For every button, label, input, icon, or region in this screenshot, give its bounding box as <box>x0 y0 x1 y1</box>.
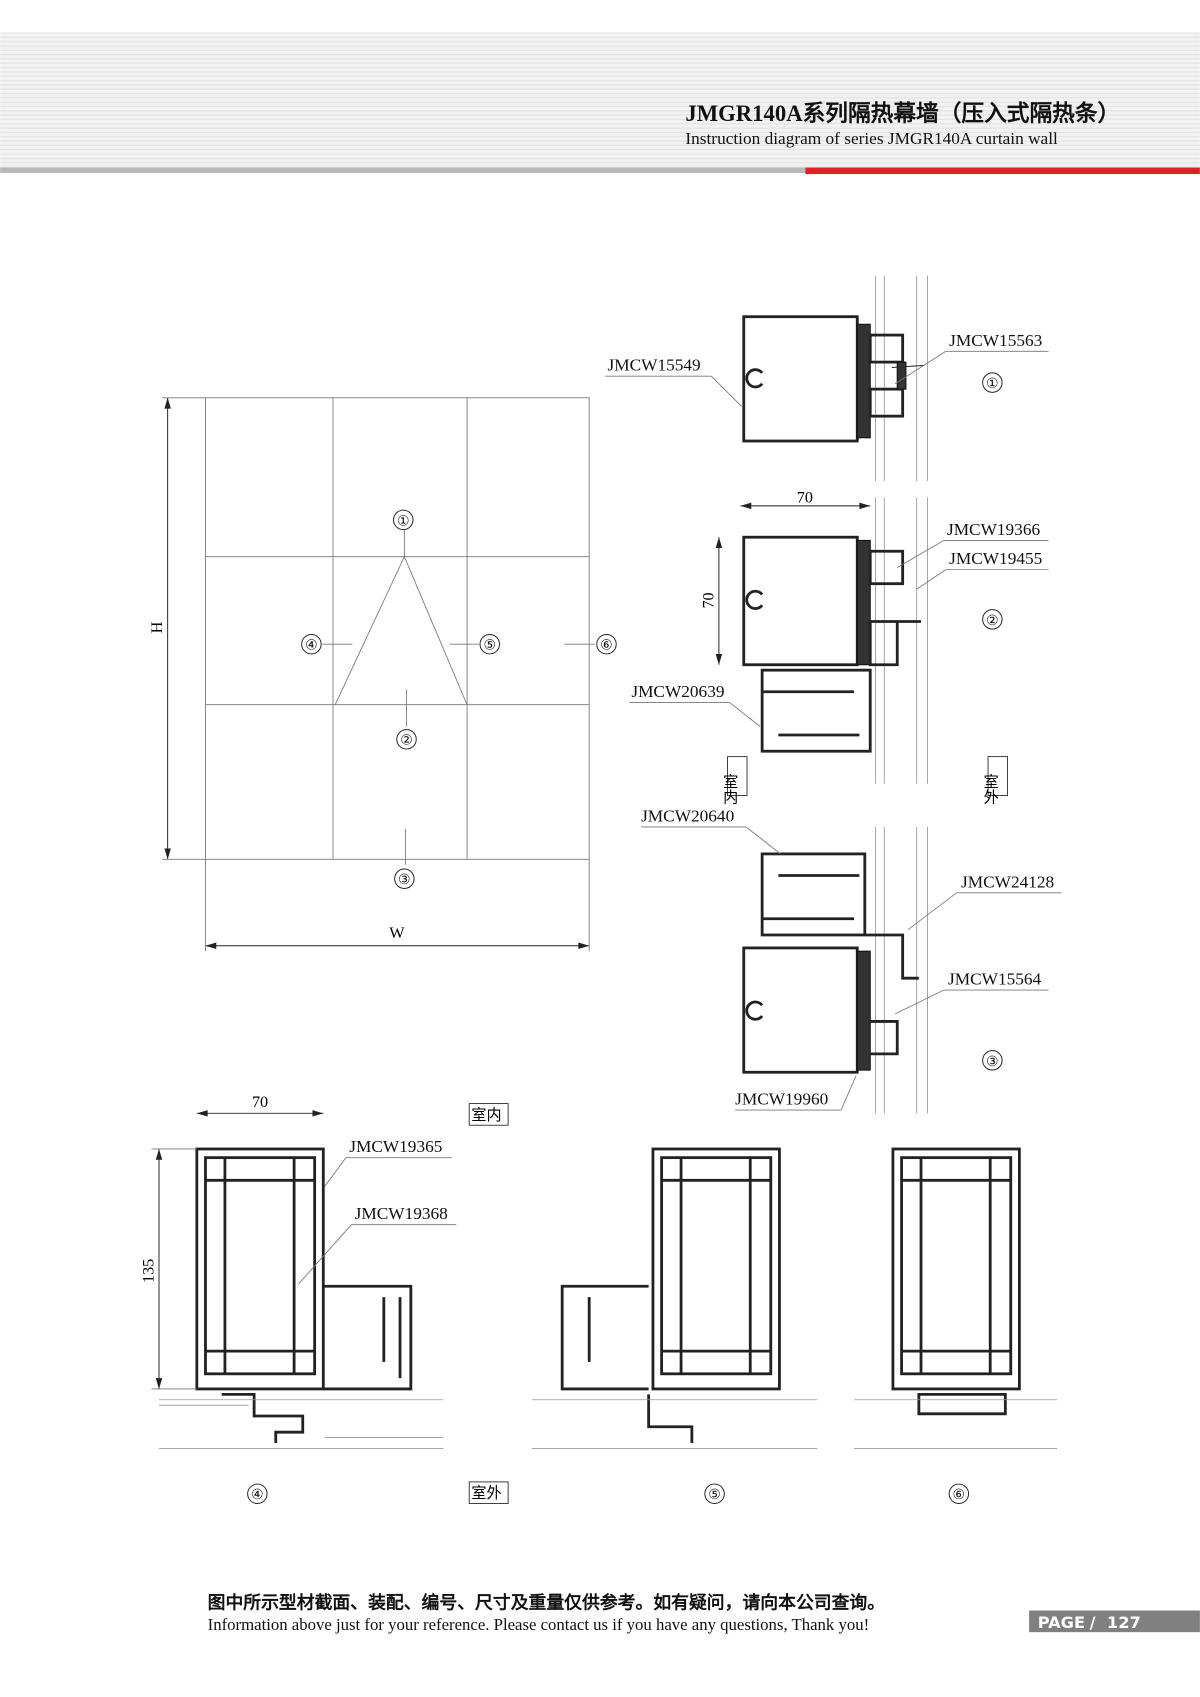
svg-text:②: ② <box>400 733 413 749</box>
svg-text:④: ④ <box>251 1487 264 1503</box>
glass-panels-right <box>875 275 928 1114</box>
part-label-JMCW19368: JMCW19368 <box>355 1204 448 1223</box>
page-subtitle: Instruction diagram of series JMGR140A c… <box>685 129 1058 148</box>
part-label-JMCW19365: JMCW19365 <box>349 1137 442 1156</box>
svg-text:①: ① <box>986 376 999 392</box>
inside-label: 室内 <box>721 774 739 805</box>
marker-4: ④ <box>301 633 322 655</box>
svg-text:⑤: ⑤ <box>483 638 496 654</box>
svg-text:③: ③ <box>986 1054 999 1070</box>
bottom-inside-label: 室内 <box>471 1106 501 1124</box>
svg-text:①: ① <box>397 513 410 529</box>
svg-text:/: / <box>1090 1613 1096 1632</box>
section-2-diagram: 70 70 JMCW19366 JMCW19455 ② JMCW20639 室内… <box>629 489 1049 805</box>
bottom-sections: 70 135 JMCW19365 JMCW19368 室内 室外 ④ ⑤ ⑥ <box>140 1093 1058 1505</box>
part-label-JMCW19960: JMCW19960 <box>735 1090 828 1109</box>
section-3-diagram: JMCW20640 JMCW24128 JMCW15564 ③ JMCW1996… <box>641 806 1062 1111</box>
marker-6: ⑥ <box>596 633 617 655</box>
part-label-JMCW20640: JMCW20640 <box>641 806 734 825</box>
marker-1: ① <box>393 509 414 531</box>
part-label-JMCW15563: JMCW15563 <box>949 331 1042 350</box>
part-label-JMCW15549: JMCW15549 <box>608 356 701 375</box>
elevation-diagram: H W ① ② ③ ④ ⑤ ⑥ <box>148 397 617 952</box>
footer-note-en: Information above just for your referenc… <box>208 1615 870 1634</box>
outside-label: 室外 <box>981 774 999 804</box>
dim-height-70: 70 <box>699 592 717 608</box>
dim-width-70: 70 <box>797 489 813 507</box>
footer: 图中所示型材截面、装配、编号、尺寸及重量仅供参考。如有疑问，请向本公司查询。 I… <box>208 1591 1200 1634</box>
page-number-badge <box>1029 1610 1200 1633</box>
svg-text:②: ② <box>986 613 999 629</box>
part-label-JMCW20639: JMCW20639 <box>631 682 724 701</box>
marker-2: ② <box>396 729 417 750</box>
accent-bar <box>805 167 1200 175</box>
section-1-diagram: JMCW15549 JMCW15563 ① <box>605 315 1049 443</box>
part-label-JMCW19366: JMCW19366 <box>947 520 1040 539</box>
page-number: 127 <box>1107 1613 1141 1632</box>
svg-text:⑤: ⑤ <box>708 1487 721 1503</box>
svg-text:④: ④ <box>305 638 318 654</box>
marker-3: ③ <box>394 868 415 889</box>
svg-text:⑥: ⑥ <box>600 638 613 654</box>
header-banner: JMGR140A系列隔热幕墙（压入式隔热条） Instruction diagr… <box>0 32 1200 175</box>
bottom-dim-width-70: 70 <box>252 1093 268 1111</box>
bottom-dim-height-135: 135 <box>140 1259 158 1283</box>
part-label-JMCW15564: JMCW15564 <box>948 970 1041 989</box>
height-label: H <box>148 621 166 633</box>
part-label-JMCW24128: JMCW24128 <box>961 872 1054 891</box>
footer-note-cn: 图中所示型材截面、装配、编号、尺寸及重量仅供参考。如有疑问，请向本公司查询。 <box>208 1591 885 1613</box>
svg-text:③: ③ <box>398 872 411 888</box>
marker-5: ⑤ <box>479 633 500 655</box>
bottom-outside-label: 室外 <box>471 1484 501 1502</box>
svg-text:PAGE: PAGE <box>1038 1613 1085 1632</box>
width-label: W <box>389 924 405 942</box>
svg-text:⑥: ⑥ <box>953 1487 966 1503</box>
page-title: JMGR140A系列隔热幕墙（压入式隔热条） <box>685 100 1120 126</box>
part-label-JMCW19455: JMCW19455 <box>949 549 1042 568</box>
